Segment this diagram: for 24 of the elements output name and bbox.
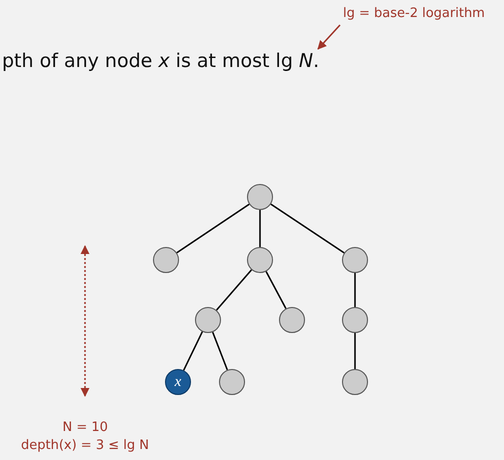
- tree-node-circle: [342, 307, 368, 333]
- tree-edge: [354, 333, 356, 369]
- tree-edge: [259, 210, 261, 247]
- tree-node-circle: [279, 307, 305, 333]
- tree-node-circle: [342, 369, 368, 395]
- node-count-text: N = 10: [62, 420, 108, 435]
- highlighted-tree-node: x: [165, 369, 191, 395]
- tree-edge: [216, 269, 252, 311]
- tree-edge: [182, 331, 204, 371]
- depth-inequality-text: depth(x) = 3 ≤ lg N: [21, 438, 149, 453]
- tree-edge: [317, 24, 341, 50]
- tree-node-circle: [247, 247, 273, 273]
- annotation-note: lg = base-2 logarithm: [343, 6, 485, 21]
- tree-node-circle: [219, 369, 245, 395]
- tree-edge: [265, 271, 287, 309]
- tree-node-circle: [247, 184, 273, 210]
- tree-node-circle: [153, 247, 179, 273]
- tree-edge: [270, 204, 345, 254]
- tree-node-circle: [195, 307, 221, 333]
- statement-text: pth of any node x is at most lg N.: [2, 50, 320, 72]
- tree-node-circle: [342, 247, 368, 273]
- tree-edge: [176, 204, 250, 254]
- tree-edge: [212, 332, 228, 370]
- tree-edge: [354, 273, 356, 307]
